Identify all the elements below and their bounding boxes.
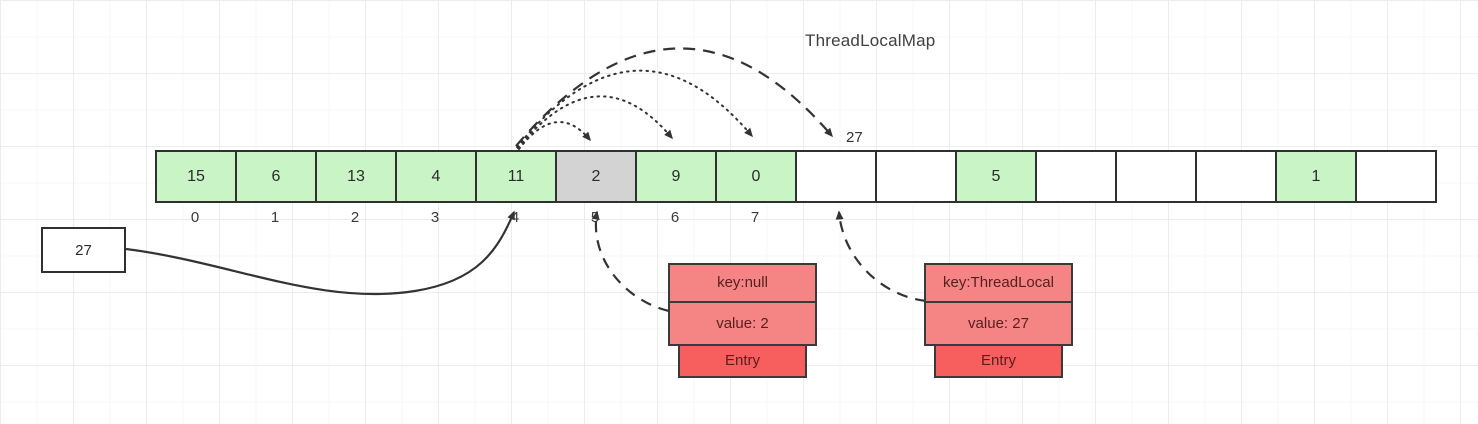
- array-cell: [875, 150, 957, 203]
- array-index-label: 2: [350, 209, 360, 226]
- entry-box-null: key:null value: 2 Entry: [668, 263, 817, 378]
- array-cell: [1035, 150, 1117, 203]
- array-cell: [795, 150, 877, 203]
- entry-key-label: key:null: [668, 263, 817, 303]
- array-cell: 2: [555, 150, 637, 203]
- probe-arc-cell8: [515, 47, 833, 147]
- entry-value-label: value: 2: [668, 301, 817, 346]
- array-cell: [1195, 150, 1277, 203]
- array-cell: 5: [955, 150, 1037, 203]
- array-cell: [1115, 150, 1197, 203]
- array-cell: [1355, 150, 1437, 203]
- probe-arc-cell5: [518, 121, 591, 150]
- array-index-label: 6: [670, 209, 680, 226]
- array-cell: 11: [475, 150, 557, 203]
- array-index-label: 1: [270, 209, 280, 226]
- array-index-label: 5: [590, 209, 600, 226]
- diagram-title: ThreadLocalMap: [805, 31, 936, 50]
- probe-arc-cell7: [516, 69, 753, 148]
- entry-box-threadlocal: key:ThreadLocal value: 27 Entry: [924, 263, 1073, 378]
- value-27-box: 27: [41, 227, 126, 273]
- array-index-label: 0: [190, 209, 200, 226]
- array-cell: 4: [395, 150, 477, 203]
- entry-footer-label: Entry: [678, 344, 807, 378]
- array-index-label: 7: [750, 209, 760, 226]
- entry-footer-label: Entry: [934, 344, 1063, 378]
- array-cell: 1: [1275, 150, 1357, 203]
- array-cell: 6: [235, 150, 317, 203]
- array-cell: 9: [635, 150, 717, 203]
- value-27-label: 27: [75, 241, 92, 259]
- array-cell: 13: [315, 150, 397, 203]
- entry-value-label: value: 27: [924, 301, 1073, 346]
- probe-27-label: 27: [846, 129, 863, 146]
- array-cell: 15: [155, 150, 237, 203]
- array-cell: 0: [715, 150, 797, 203]
- probe-arc-cell6: [517, 95, 673, 149]
- entry-key-label: key:ThreadLocal: [924, 263, 1073, 303]
- array-index-label: 4: [510, 209, 520, 226]
- array-index-label: 3: [430, 209, 440, 226]
- entry-threadlocal-to-cell8: [835, 210, 927, 303]
